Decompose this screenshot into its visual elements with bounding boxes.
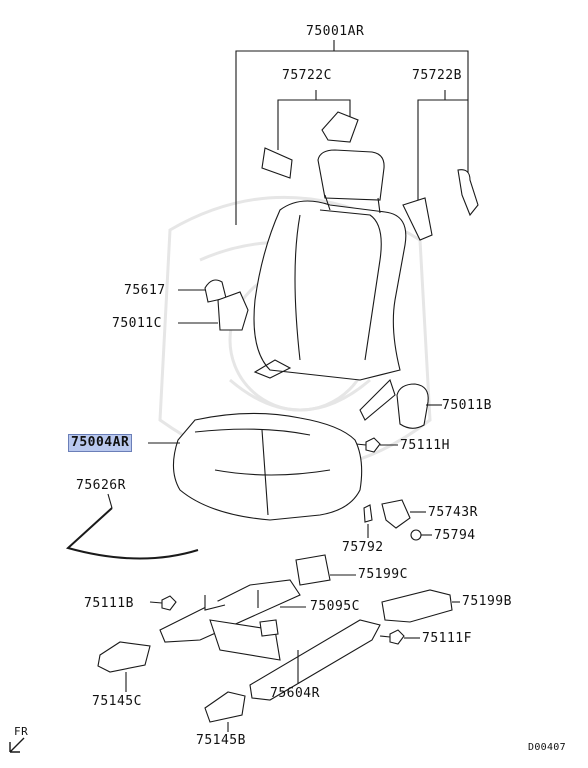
seat-back-frame — [253, 359, 396, 421]
label-75004ar-highlighted: 75004AR — [68, 434, 133, 452]
label-75617: 75617 — [124, 283, 166, 298]
part-75743r — [381, 499, 411, 529]
part-75011b-cover — [396, 383, 429, 429]
cover-75199b — [381, 589, 453, 623]
leader-75722b — [417, 90, 468, 205]
cover-75145c — [97, 641, 151, 673]
label-75011b: 75011B — [442, 398, 492, 413]
wire-75626r — [65, 507, 199, 560]
bolt-75111b — [149, 595, 177, 611]
label-75111f: 75111F — [422, 631, 472, 646]
label-75001ar: 75001AR — [306, 24, 365, 39]
label-75722b: 75722B — [412, 68, 462, 83]
label-75011c: 75011C — [112, 316, 162, 331]
cover-75145b — [204, 691, 246, 723]
fr-arrow-icon — [9, 737, 25, 753]
part-75792 — [363, 504, 373, 523]
label-75145b: 75145B — [196, 733, 246, 748]
seat-back — [253, 149, 407, 381]
label-75743r: 75743R — [428, 505, 478, 520]
seat-cushion — [172, 412, 363, 521]
diagram-code: D00407 — [528, 742, 566, 753]
label-75626r: 75626R — [76, 478, 126, 493]
leader-75001ar — [235, 40, 469, 225]
label-75111h: 75111H — [400, 438, 450, 453]
fr-label: FR — [14, 725, 29, 738]
leader-75722c — [277, 90, 351, 150]
clip-75095c — [259, 619, 279, 637]
label-75794: 75794 — [434, 528, 476, 543]
label-75199c: 75199C — [358, 567, 408, 582]
label-75145c: 75145C — [92, 694, 142, 709]
label-75199b: 75199B — [462, 594, 512, 609]
label-75722c: 75722C — [282, 68, 332, 83]
label-75604r: 75604R — [270, 686, 320, 701]
guide-75722b-left — [402, 197, 433, 241]
guide-75722b-right — [457, 169, 479, 217]
guide-75722c-right — [321, 111, 359, 143]
label-75792: 75792 — [342, 540, 384, 555]
bolt-75111h — [355, 437, 381, 453]
seat-rail-assembly — [159, 554, 381, 701]
label-75095c: 75095C — [310, 599, 360, 614]
bolt-75111f — [379, 629, 405, 645]
nut-75794 — [410, 529, 422, 541]
label-75111b: 75111B — [84, 596, 134, 611]
part-75617-cap — [204, 279, 227, 303]
guide-75722c-left — [261, 147, 293, 179]
part-75011c-bracket — [217, 291, 249, 331]
